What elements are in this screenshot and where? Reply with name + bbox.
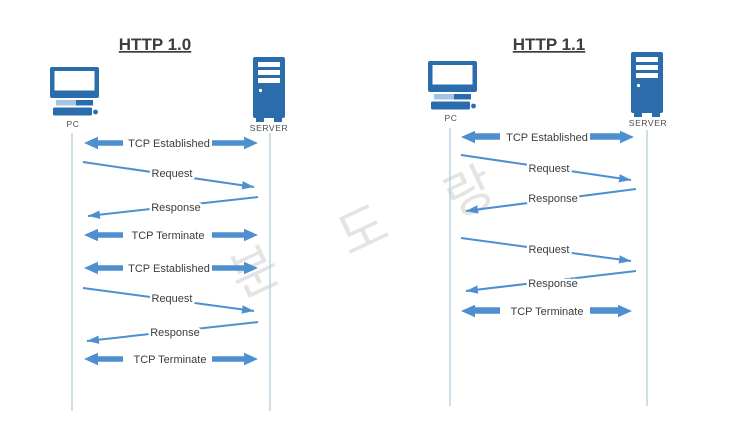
message-label: Response (150, 327, 200, 339)
message-label: TCP Terminate (511, 306, 584, 318)
message-row-response: Response (465, 270, 637, 294)
response-arrow (87, 196, 259, 219)
left-fat-arrow (84, 136, 123, 150)
left-fat-arrow (84, 261, 123, 275)
right-fat-arrow (590, 130, 634, 144)
response-arrow (86, 321, 259, 344)
message-label: TCP Established (128, 138, 210, 150)
pc-label: PC (444, 113, 457, 123)
message-row-request: Request (460, 154, 632, 183)
watermark-char-2: 도 (329, 195, 397, 268)
diagram-title: HTTP 1.1 (513, 35, 585, 54)
message-label: Request (529, 244, 570, 256)
message-label: Request (152, 168, 193, 180)
pc-label: PC (66, 119, 79, 129)
message-row-tcp-terminate: TCP Terminate (84, 228, 258, 245)
watermark-char-1: 분 (221, 237, 289, 310)
message-row-tcp-terminate: TCP Terminate (461, 304, 632, 321)
right-fat-arrow (212, 352, 258, 366)
message-row-request: Request (82, 287, 255, 314)
pc-icon (50, 67, 99, 116)
watermark: 분 도 랑 (221, 157, 504, 310)
message-label: Request (152, 293, 193, 305)
right-fat-arrow (212, 261, 258, 275)
message-row-tcp-established: TCP Established (84, 136, 258, 153)
right-fat-arrow (212, 136, 258, 150)
message-row-response: Response (87, 196, 259, 219)
diagram-title: HTTP 1.0 (119, 35, 191, 54)
diagram-http-1-0: HTTP 1.0 PC SERVER TCP Established Reque… (50, 35, 288, 411)
message-row-tcp-established: TCP Established (461, 130, 634, 147)
pc-icon (428, 61, 477, 110)
request-arrow (460, 154, 632, 183)
watermark-char-3: 랑 (436, 157, 504, 230)
message-row-response: Response (86, 321, 259, 344)
message-row-tcp-terminate: TCP Terminate (84, 352, 258, 369)
message-label: TCP Established (506, 132, 588, 144)
left-fat-arrow (84, 352, 123, 366)
message-row-response: Response (465, 188, 637, 214)
left-fat-arrow (461, 130, 500, 144)
response-arrow (465, 188, 637, 214)
message-label: Response (528, 193, 578, 205)
diagram-http-1-1: HTTP 1.1 PC SERVER TCP Established Reque… (428, 35, 667, 406)
message-row-request: Request (460, 237, 632, 264)
message-label: Response (528, 278, 578, 290)
message-label: TCP Terminate (132, 230, 205, 242)
server-icon (253, 57, 285, 122)
right-fat-arrow (590, 304, 632, 318)
message-label: Request (529, 163, 570, 175)
request-arrow (460, 237, 632, 264)
server-icon (631, 52, 663, 117)
message-label: TCP Established (128, 263, 210, 275)
message-row-tcp-established: TCP Established (84, 261, 258, 278)
request-arrow (82, 161, 255, 190)
server-label: SERVER (250, 123, 288, 133)
server-label: SERVER (629, 118, 667, 128)
message-row-request: Request (82, 161, 255, 190)
right-fat-arrow (212, 228, 258, 242)
message-label: TCP Terminate (134, 354, 207, 366)
left-fat-arrow (461, 304, 500, 318)
message-label: Response (151, 202, 201, 214)
response-arrow (465, 270, 637, 294)
request-arrow (82, 287, 255, 314)
left-fat-arrow (84, 228, 123, 242)
